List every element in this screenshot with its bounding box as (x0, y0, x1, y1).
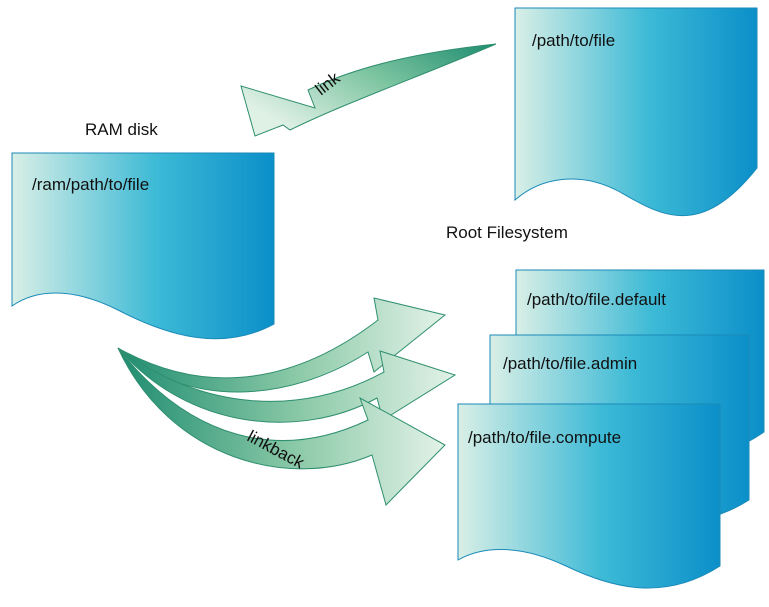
document-compute-file: /path/to/file.compute (457, 403, 721, 589)
document-top-file: /path/to/file (514, 7, 758, 217)
link-arrow: link (240, 43, 497, 137)
document-ram-file: /ram/path/to/file (11, 152, 275, 340)
document-top-file-label: /path/to/file (532, 31, 615, 50)
document-compute-file-label: /path/to/file.compute (468, 428, 621, 447)
document-default-file-label: /path/to/file.default (527, 290, 666, 309)
root-filesystem-label: Root Filesystem (446, 223, 568, 242)
document-ram-file-label: /ram/path/to/file (32, 175, 149, 194)
document-admin-file-label: /path/to/file.admin (503, 354, 637, 373)
ram-disk-label: RAM disk (85, 120, 158, 139)
